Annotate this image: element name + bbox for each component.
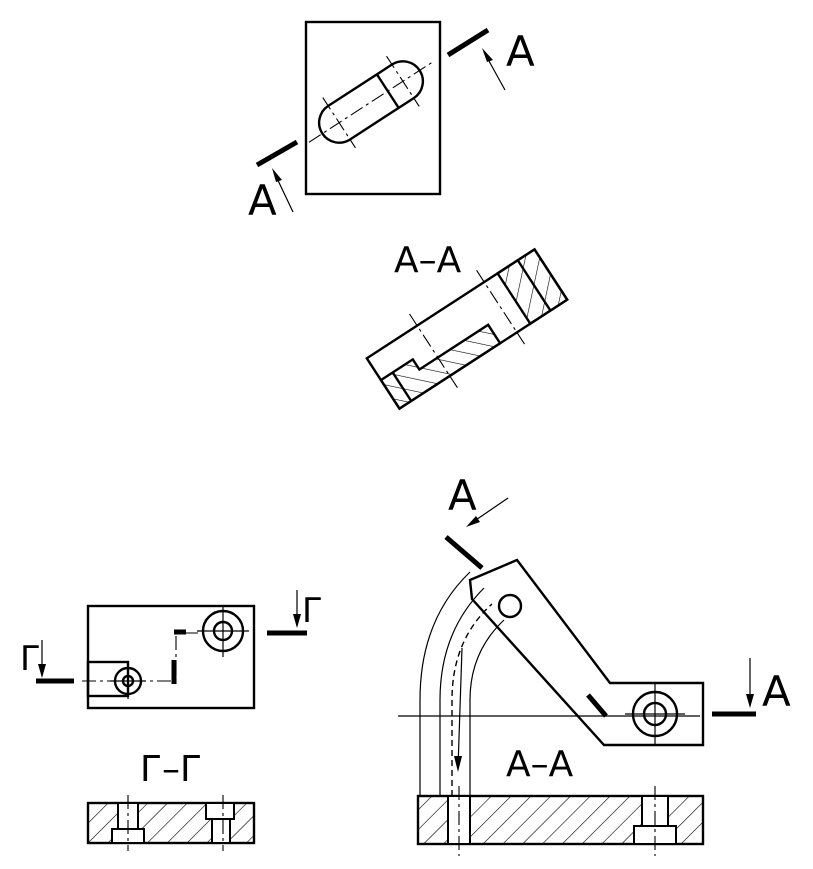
section-label-a-right: А bbox=[762, 667, 791, 716]
plate-outline bbox=[304, 20, 442, 196]
section-aa-lower-title: А–А bbox=[506, 744, 574, 785]
section-aa-title: А–А bbox=[394, 240, 462, 281]
section-aa-upper: А–А bbox=[365, 240, 569, 411]
section-arrow-lower bbox=[272, 168, 294, 213]
section-label-a-upper: А bbox=[506, 27, 535, 76]
plate-outline-left bbox=[86, 604, 256, 710]
section-label-g-right: Г bbox=[302, 591, 323, 631]
section-label-g-left: Г bbox=[20, 639, 41, 679]
cutting-plane-lower bbox=[255, 139, 299, 168]
oblique-slot bbox=[308, 55, 434, 149]
cutting-plane-upper bbox=[446, 27, 490, 58]
section-aa-lower: А–А bbox=[416, 744, 705, 856]
plate-stepped-view: Г Г bbox=[20, 590, 323, 710]
top-plate-view: А А bbox=[248, 20, 535, 225]
section-label-a-arc: А bbox=[448, 471, 477, 520]
section-gg: Г–Г bbox=[86, 749, 256, 851]
bent-lever-view: А А bbox=[398, 471, 791, 796]
stepped-section-line bbox=[82, 632, 200, 682]
lever-arm bbox=[468, 558, 705, 747]
lever-hole-upper bbox=[497, 593, 523, 619]
section-gg-title: Г–Г bbox=[140, 749, 202, 790]
section-label-a-lower: А bbox=[248, 176, 277, 225]
section-arrow-upper bbox=[482, 48, 506, 91]
